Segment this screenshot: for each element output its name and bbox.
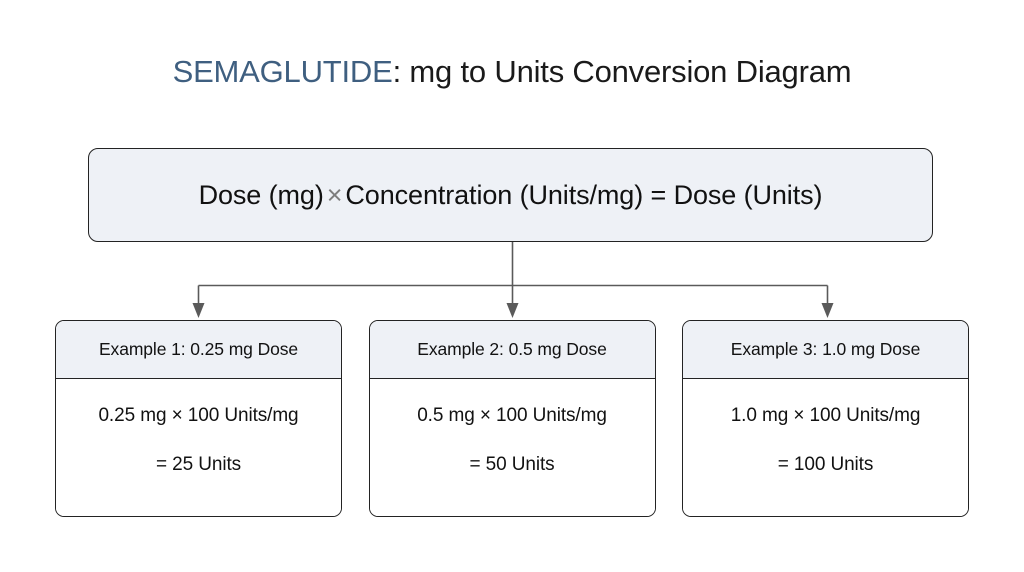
title-subtitle: : mg to Units Conversion Diagram [392,54,852,89]
multiply-icon: × [326,179,343,210]
example-card-row: Example 1: 0.25 mg Dose 0.25 mg × 100 Un… [55,320,969,517]
example-card-3-body: 1.0 mg × 100 Units/mg = 100 Units [683,379,968,516]
example-card-1-body: 0.25 mg × 100 Units/mg = 25 Units [56,379,341,516]
example-card-2-header: Example 2: 0.5 mg Dose [369,321,655,379]
example-card-2-calculation: 0.5 mg × 100 Units/mg [417,405,607,426]
example-card-1-header: Example 1: 0.25 mg Dose [56,321,341,379]
arrowhead-center-icon [506,303,519,318]
example-card-1[interactable]: Example 1: 0.25 mg Dose 0.25 mg × 100 Un… [55,320,342,517]
example-card-2[interactable]: Example 2: 0.5 mg Dose 0.5 mg × 100 Unit… [368,320,656,517]
example-card-1-result: = 25 Units [155,453,242,475]
example-card-3[interactable]: Example 3: 1.0 mg Dose 1.0 mg × 100 Unit… [682,320,969,517]
example-card-1-calculation: 0.25 mg × 100 Units/mg [98,405,299,426]
example-card-3-calculation: 1.0 mg × 100 Units/mg [730,405,921,426]
example-card-2-body: 0.5 mg × 100 Units/mg = 50 Units [369,379,655,516]
arrowhead-right-icon [821,303,834,318]
example-card-3-header: Example 3: 1.0 mg Dose [683,321,968,379]
formula-part-2: Concentration (Units/mg) = Dose (Units) [345,179,823,210]
title-drug-name: SEMAGLUTIDE [172,54,393,89]
arrowhead-left-icon [192,303,205,318]
example-card-3-result: = 100 Units [777,453,874,475]
formula-box: Dose (mg)×Concentration (Units/mg) = Dos… [88,148,933,242]
formula-part-1: Dose (mg) [198,179,324,210]
formula-text: Dose (mg)×Concentration (Units/mg) = Dos… [199,180,823,211]
page-title: SEMAGLUTIDE: mg to Units Conversion Diag… [0,53,1024,92]
example-card-2-result: = 50 Units [469,453,555,475]
